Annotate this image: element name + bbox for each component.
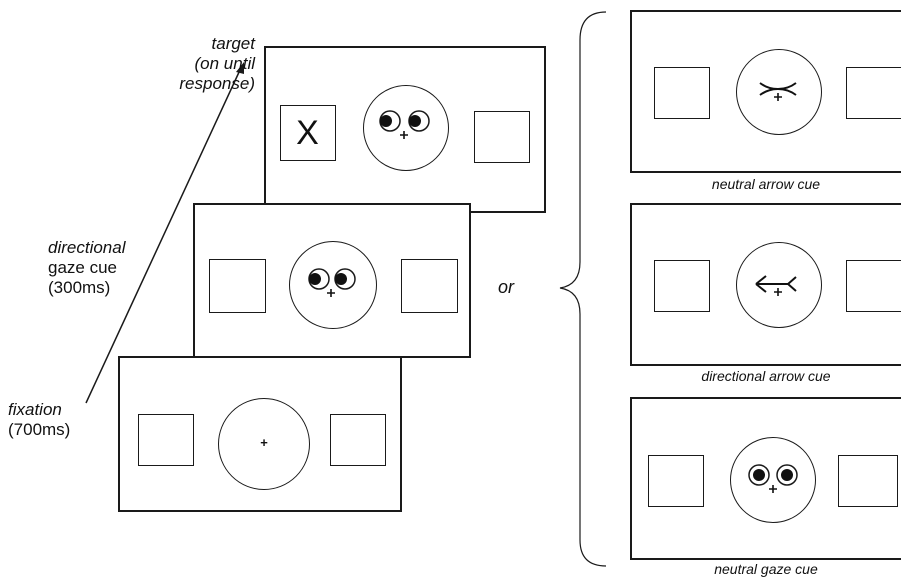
left-box <box>654 67 710 119</box>
target-label-line3: response) <box>179 74 255 93</box>
fixation-label-line1: fixation <box>8 400 62 419</box>
gaze-cue-label: directional gaze cue (300ms) <box>48 238 126 298</box>
left-arrow-icon <box>755 275 797 296</box>
target-panel: X <box>264 46 546 213</box>
left-box <box>138 414 194 466</box>
neutral-arrow-icon <box>759 82 797 101</box>
arrow-face <box>736 49 822 135</box>
gaze-face <box>289 241 377 329</box>
or-connector: or <box>498 277 515 297</box>
right-box <box>838 455 898 507</box>
neutral-arrow-caption: neutral arrow cue <box>711 176 821 192</box>
eyes-looking-left-icon <box>379 110 430 139</box>
gaze-cue-label-line2: gaze cue <box>48 258 117 277</box>
right-box <box>474 111 530 163</box>
right-box <box>846 260 901 312</box>
neutral-gaze-caption: neutral gaze cue <box>714 561 818 577</box>
empty-face: + <box>218 398 310 490</box>
right-box <box>330 414 386 466</box>
neutral-arrow-panel <box>630 10 901 173</box>
eyes-straight-icon <box>748 464 798 493</box>
arrow-face <box>736 242 822 328</box>
target-label-line1: target <box>211 34 255 53</box>
curly-brace <box>559 11 607 567</box>
fixation-label-line2: (700ms) <box>8 420 71 439</box>
fixation-panel: + <box>118 356 402 512</box>
neutral-gaze-panel <box>630 397 901 560</box>
left-box <box>648 455 704 507</box>
right-box <box>846 67 901 119</box>
directional-arrow-caption: directional arrow cue <box>701 368 831 384</box>
gaze-face <box>730 437 816 523</box>
gaze-cue-label-line1: directional <box>48 238 126 257</box>
target-label-line2: (on until <box>194 54 255 73</box>
gaze-cue-panel <box>193 203 471 358</box>
gaze-cue-label-line3: (300ms) <box>48 278 111 297</box>
target-x: X <box>296 114 319 152</box>
target-label: target (on until response) <box>165 34 255 94</box>
directional-arrow-panel <box>630 203 901 366</box>
gaze-face <box>363 85 449 171</box>
left-box <box>654 260 710 312</box>
left-box: X <box>280 105 336 161</box>
eyes-looking-left-icon <box>308 268 356 297</box>
fixation-label: fixation (700ms) <box>8 400 70 440</box>
left-box <box>209 259 266 313</box>
right-box <box>401 259 458 313</box>
fixation-cross-icon: + <box>260 435 268 450</box>
